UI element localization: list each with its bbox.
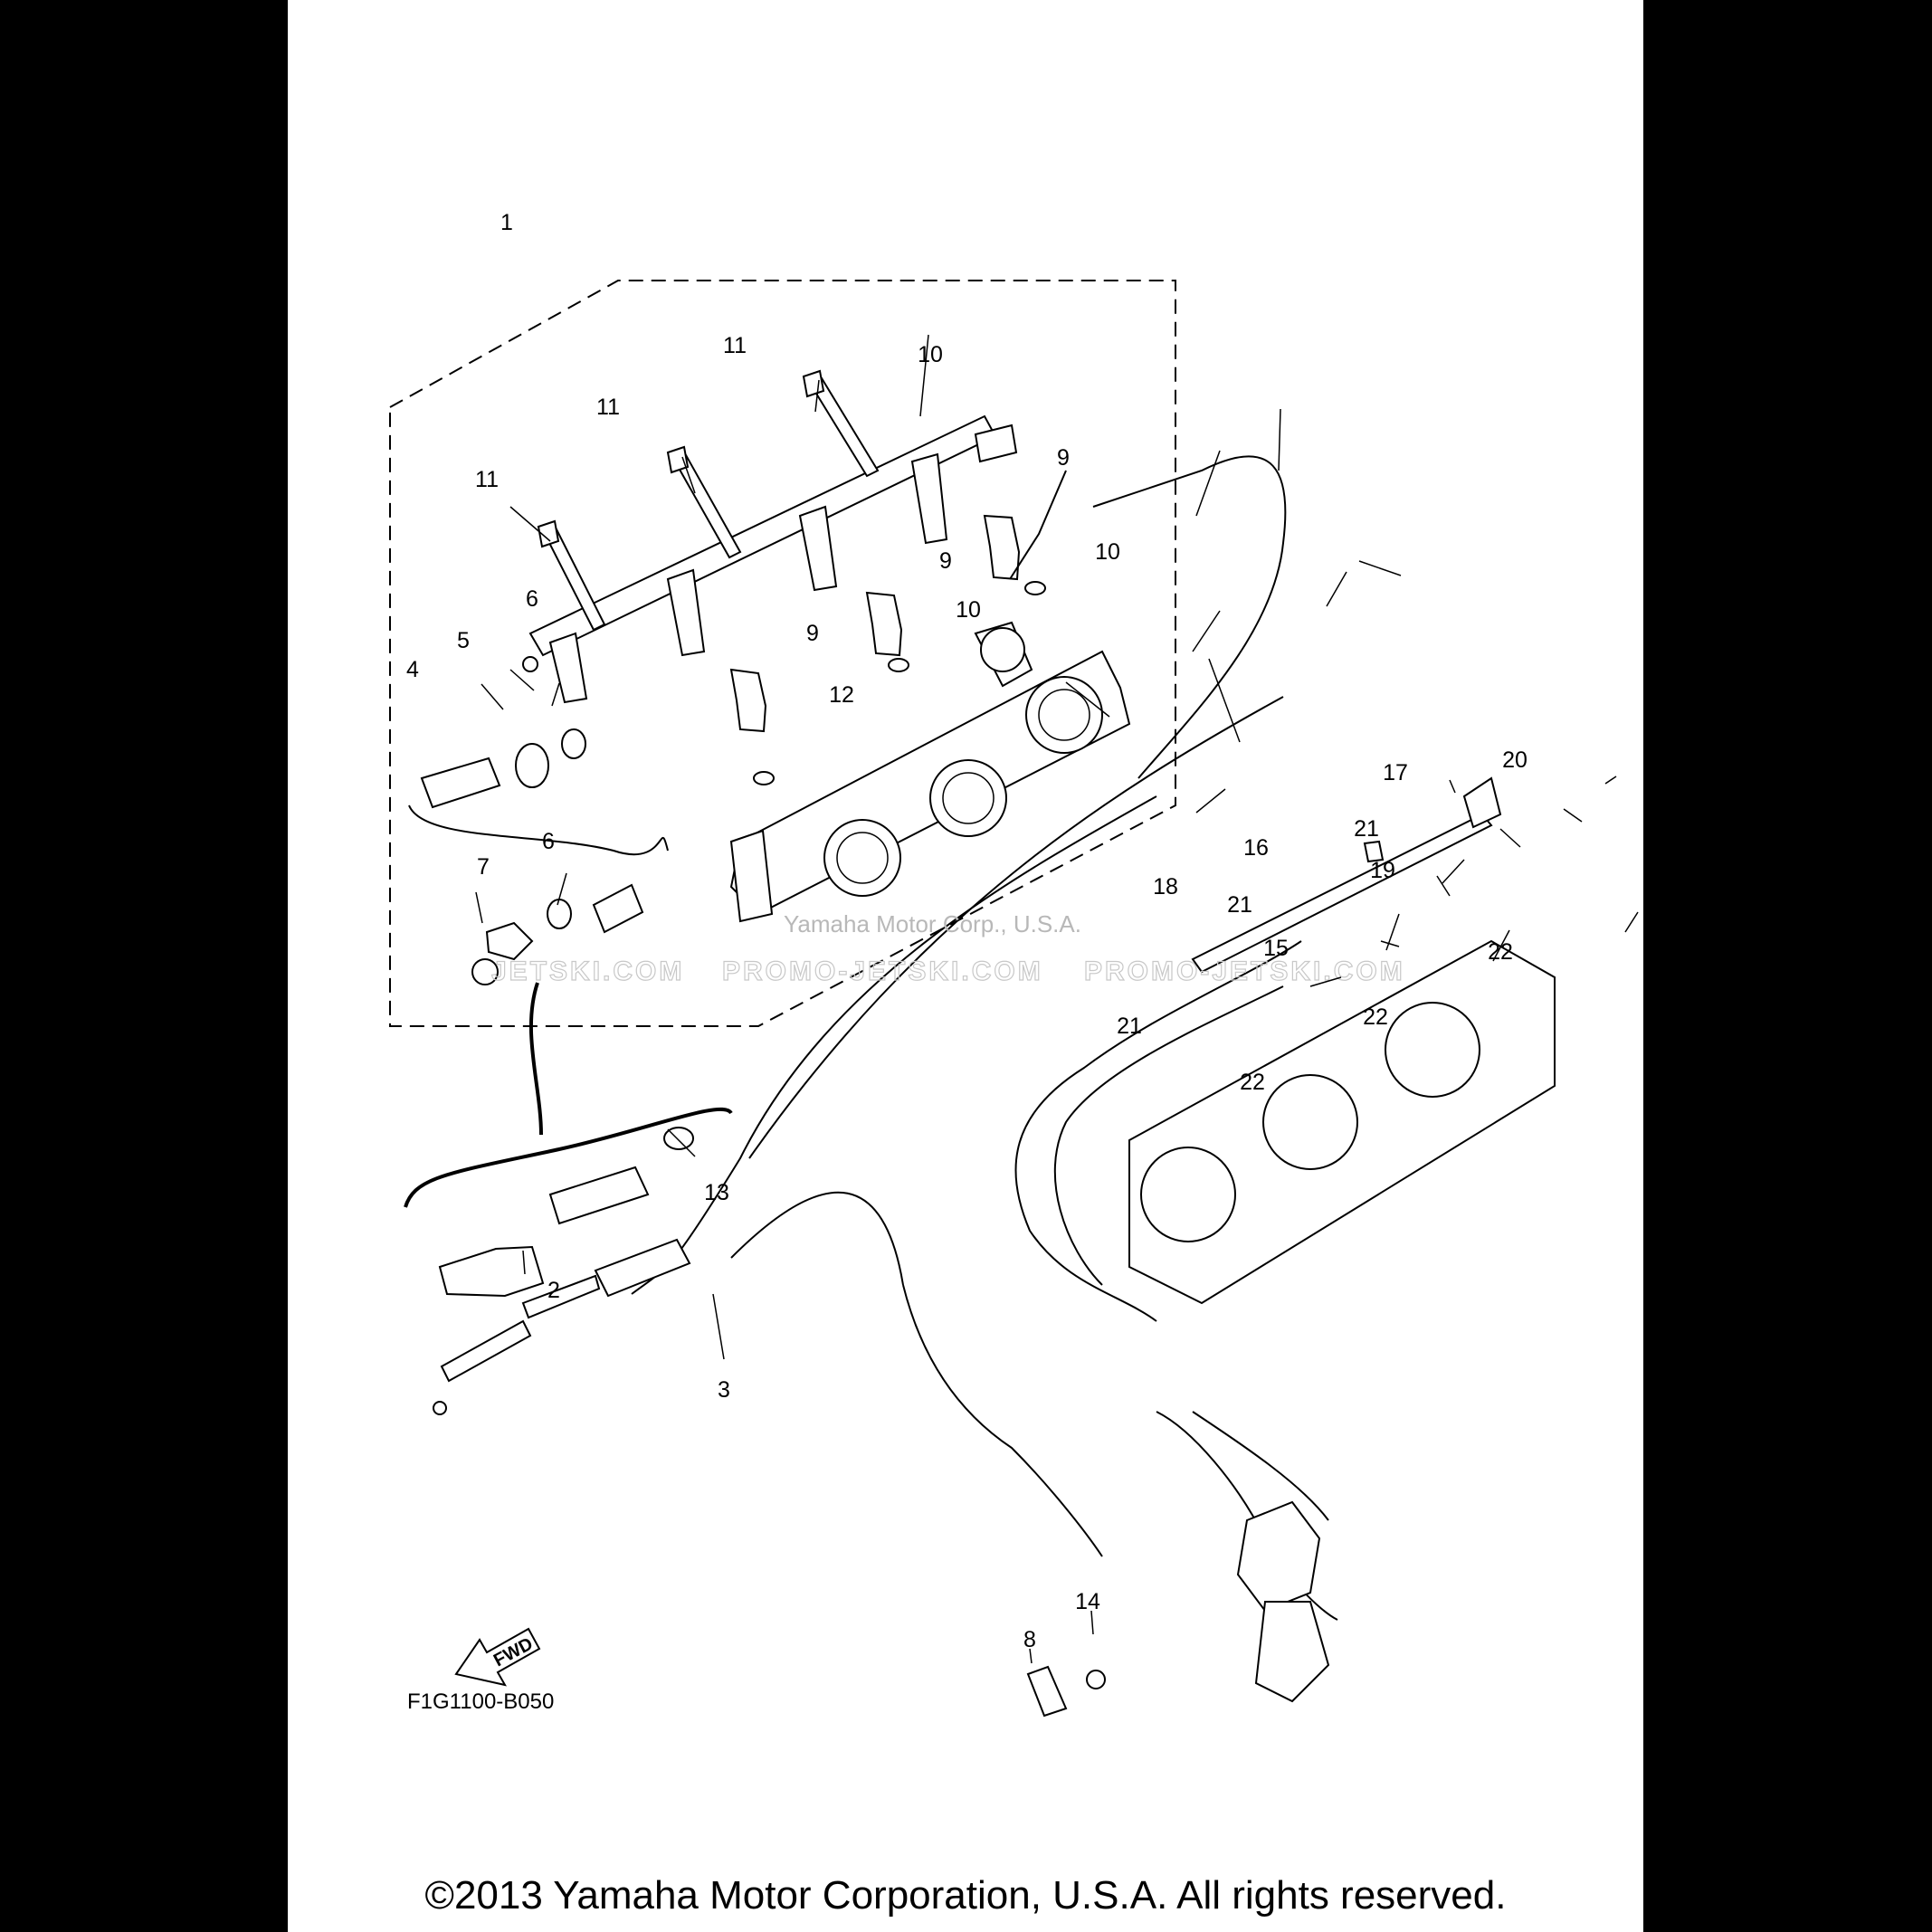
injectors (729, 514, 1021, 733)
throttle-body (729, 621, 1131, 923)
hose-parts (408, 728, 669, 985)
callout-16: 16 (1243, 835, 1269, 861)
leader-lines (475, 334, 1639, 1664)
callout-19: 19 (1370, 858, 1395, 883)
callout-10a: 10 (1095, 539, 1120, 565)
assembly-boundary (389, 280, 1176, 1027)
callout-20: 20 (1502, 747, 1528, 773)
watermark-overlay: Yamaha Motor Corp., U.S.A. (784, 910, 1081, 937)
diagram-sheet: FWD JETSKI.COM PROMO-JETSKI.COM PROMO-JE… (288, 0, 1643, 1932)
oil-lines (1009, 455, 1338, 1718)
callout-2: 14 (1075, 1589, 1100, 1614)
detail-inset (404, 982, 733, 1298)
o-rings (753, 581, 1046, 785)
callouts: 1 11 11 11 10 9 9 9 10 10 12 6 5 4 6 7 1… (406, 210, 1528, 1652)
callout-11a: 11 (723, 333, 747, 358)
callout-22c: 22 (1240, 1070, 1265, 1095)
callout-10b: 10 (956, 597, 981, 623)
callout-8: 10 (918, 342, 943, 367)
copyright-notice: ©2013 Yamaha Motor Corporation, U.S.A. A… (424, 1873, 1507, 1918)
callout-21a: 21 (1354, 816, 1379, 842)
callout-11b: 11 (596, 395, 620, 420)
callout-18: 18 (1153, 874, 1178, 899)
callout-6b: 6 (542, 829, 555, 854)
callout-22b: 22 (1363, 1004, 1388, 1030)
callout-10c: 12 (829, 682, 854, 708)
callout-3: 1 (500, 210, 513, 235)
bolts (537, 369, 880, 632)
callout-6a: 6 (526, 586, 538, 612)
watermark-left: JETSKI.COM (491, 956, 684, 986)
watermark-right: PROMO-JETSKI.COM (1084, 956, 1405, 986)
callout-17: 17 (1383, 760, 1408, 785)
parts-diagram: FWD JETSKI.COM PROMO-JETSKI.COM PROMO-JE… (389, 210, 1639, 1718)
diagram-code: F1G1100-B050 (407, 1689, 554, 1714)
callout-13: 13 (704, 1180, 729, 1205)
fuel-rail (522, 414, 1018, 704)
callout-9a: 9 (1057, 445, 1070, 471)
cylinder-block (1128, 776, 1556, 1305)
fwd-arrow: FWD (454, 1627, 541, 1687)
callout-5: 5 (457, 628, 470, 653)
watermark-center: PROMO-JETSKI.COM (722, 956, 1043, 986)
callout-4: 4 (406, 657, 419, 682)
callout-22a: 22 (1488, 939, 1513, 965)
callout-7: 7 (477, 854, 490, 880)
callout-11c: 11 (475, 467, 499, 492)
throttle-cable (433, 696, 1284, 1557)
callout-15: 15 (1263, 936, 1289, 961)
callout-9b: 9 (939, 548, 952, 574)
callout-14: 3 (718, 1377, 730, 1403)
callout-21c: 21 (1117, 1014, 1142, 1039)
callout-9c: 9 (806, 621, 819, 646)
callout-21b: 21 (1227, 892, 1252, 918)
callout-1: 8 (1023, 1627, 1036, 1652)
callout-12: 2 (547, 1278, 560, 1303)
